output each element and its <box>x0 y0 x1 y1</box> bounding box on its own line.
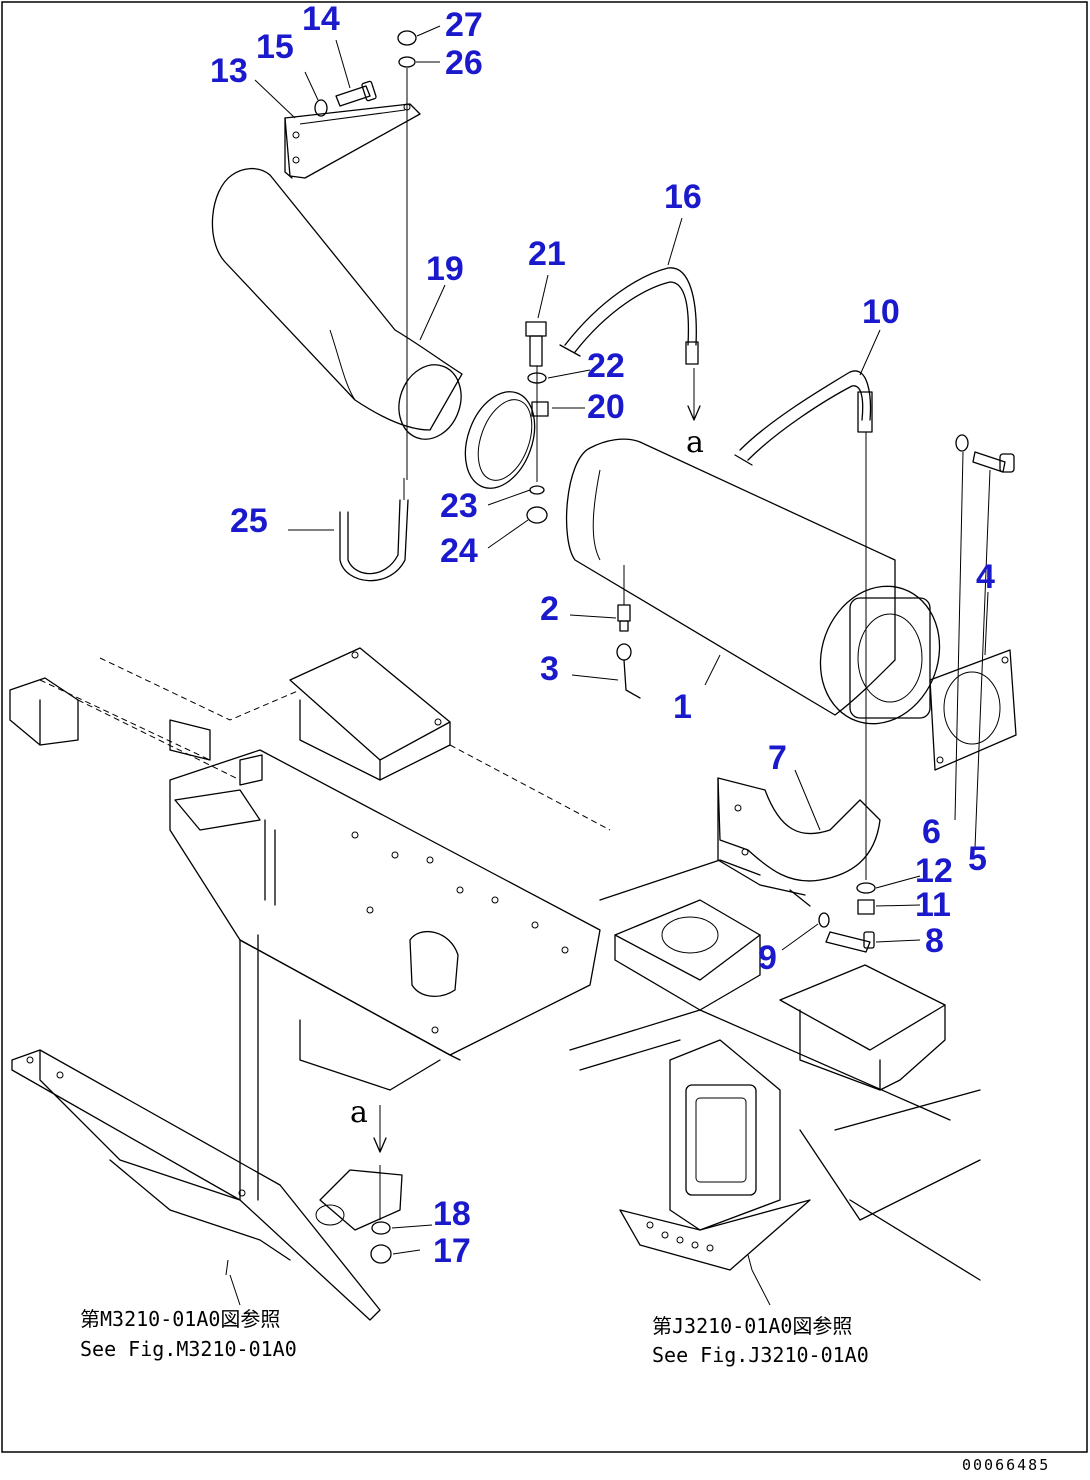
callout-18: 18 <box>433 1195 471 1233</box>
callout-6: 6 <box>922 813 941 851</box>
callout-22: 22 <box>587 347 625 385</box>
strap-10 <box>734 370 873 466</box>
callout-24: 24 <box>440 532 478 570</box>
callout-21: 21 <box>528 235 566 273</box>
vehicle-frame <box>9 647 981 1321</box>
plug-2 <box>617 565 631 632</box>
view-mark-upper: a <box>686 425 704 460</box>
nut-11 <box>857 899 875 915</box>
gasket-3 <box>616 643 641 699</box>
washer-6 <box>955 434 969 452</box>
bolt-5 <box>972 451 1015 473</box>
callout-5: 5 <box>968 840 987 878</box>
drawing-number: 00066485 <box>962 1456 1050 1474</box>
u-bolt-25 <box>339 478 409 582</box>
callout-4: 4 <box>976 558 995 596</box>
nut-24 <box>526 506 548 524</box>
washer-26 <box>398 56 416 68</box>
washer-18 <box>371 1221 391 1235</box>
callout-2: 2 <box>540 590 559 628</box>
washer-9 <box>818 912 830 928</box>
callout-17: 17 <box>433 1232 471 1270</box>
nut-27 <box>397 30 417 46</box>
callout-25: 25 <box>230 502 268 540</box>
tail-pipe <box>211 167 463 440</box>
reference-right-en: See Fig.J3210-01A0 <box>652 1343 869 1367</box>
callout-3: 3 <box>540 650 559 688</box>
muffler-bracket-7 <box>717 777 881 907</box>
view-arrowhead-lower <box>373 1137 387 1153</box>
tail-pipe-bracket <box>284 103 421 179</box>
nut-17 <box>370 1244 392 1264</box>
callout-12: 12 <box>915 852 953 890</box>
callout-10: 10 <box>862 293 900 331</box>
callout-labels: 1 2 3 4 5 6 7 8 9 10 11 12 13 14 15 16 1… <box>210 0 995 1270</box>
callout-27: 27 <box>445 6 483 44</box>
callout-7: 7 <box>768 739 787 777</box>
callout-11: 11 <box>915 886 951 924</box>
callout-19: 19 <box>426 250 464 288</box>
bolt-14 <box>335 80 377 107</box>
bolt-21 <box>525 321 547 367</box>
reference-notes: 第M3210-01A0図参照 See Fig.M3210-01A0 第J3210… <box>80 1307 869 1367</box>
callout-1: 1 <box>673 688 692 726</box>
callout-26: 26 <box>445 44 483 82</box>
washer-12 <box>856 882 876 894</box>
reference-left-en: See Fig.M3210-01A0 <box>80 1337 297 1361</box>
strap-16 <box>559 267 701 421</box>
callout-16: 16 <box>664 178 702 216</box>
callout-14: 14 <box>302 0 340 38</box>
washer-23 <box>529 485 545 495</box>
washer-15 <box>314 99 328 117</box>
bolt-8 <box>825 931 875 953</box>
flange-4 <box>929 649 1017 771</box>
callout-15: 15 <box>256 28 294 66</box>
callout-8: 8 <box>925 922 944 960</box>
drawing-frame <box>1 1 1088 1453</box>
reference-left-jp: 第M3210-01A0図参照 <box>80 1307 280 1331</box>
callout-13: 13 <box>210 52 248 90</box>
clamp-20 <box>464 391 549 489</box>
callout-23: 23 <box>440 487 478 525</box>
callout-20: 20 <box>587 388 625 426</box>
callout-9: 9 <box>758 939 777 977</box>
view-mark-lower: a <box>350 1095 368 1130</box>
reference-right-jp: 第J3210-01A0図参照 <box>652 1314 852 1338</box>
leader-lines <box>229 25 991 1306</box>
muffler <box>566 438 941 725</box>
